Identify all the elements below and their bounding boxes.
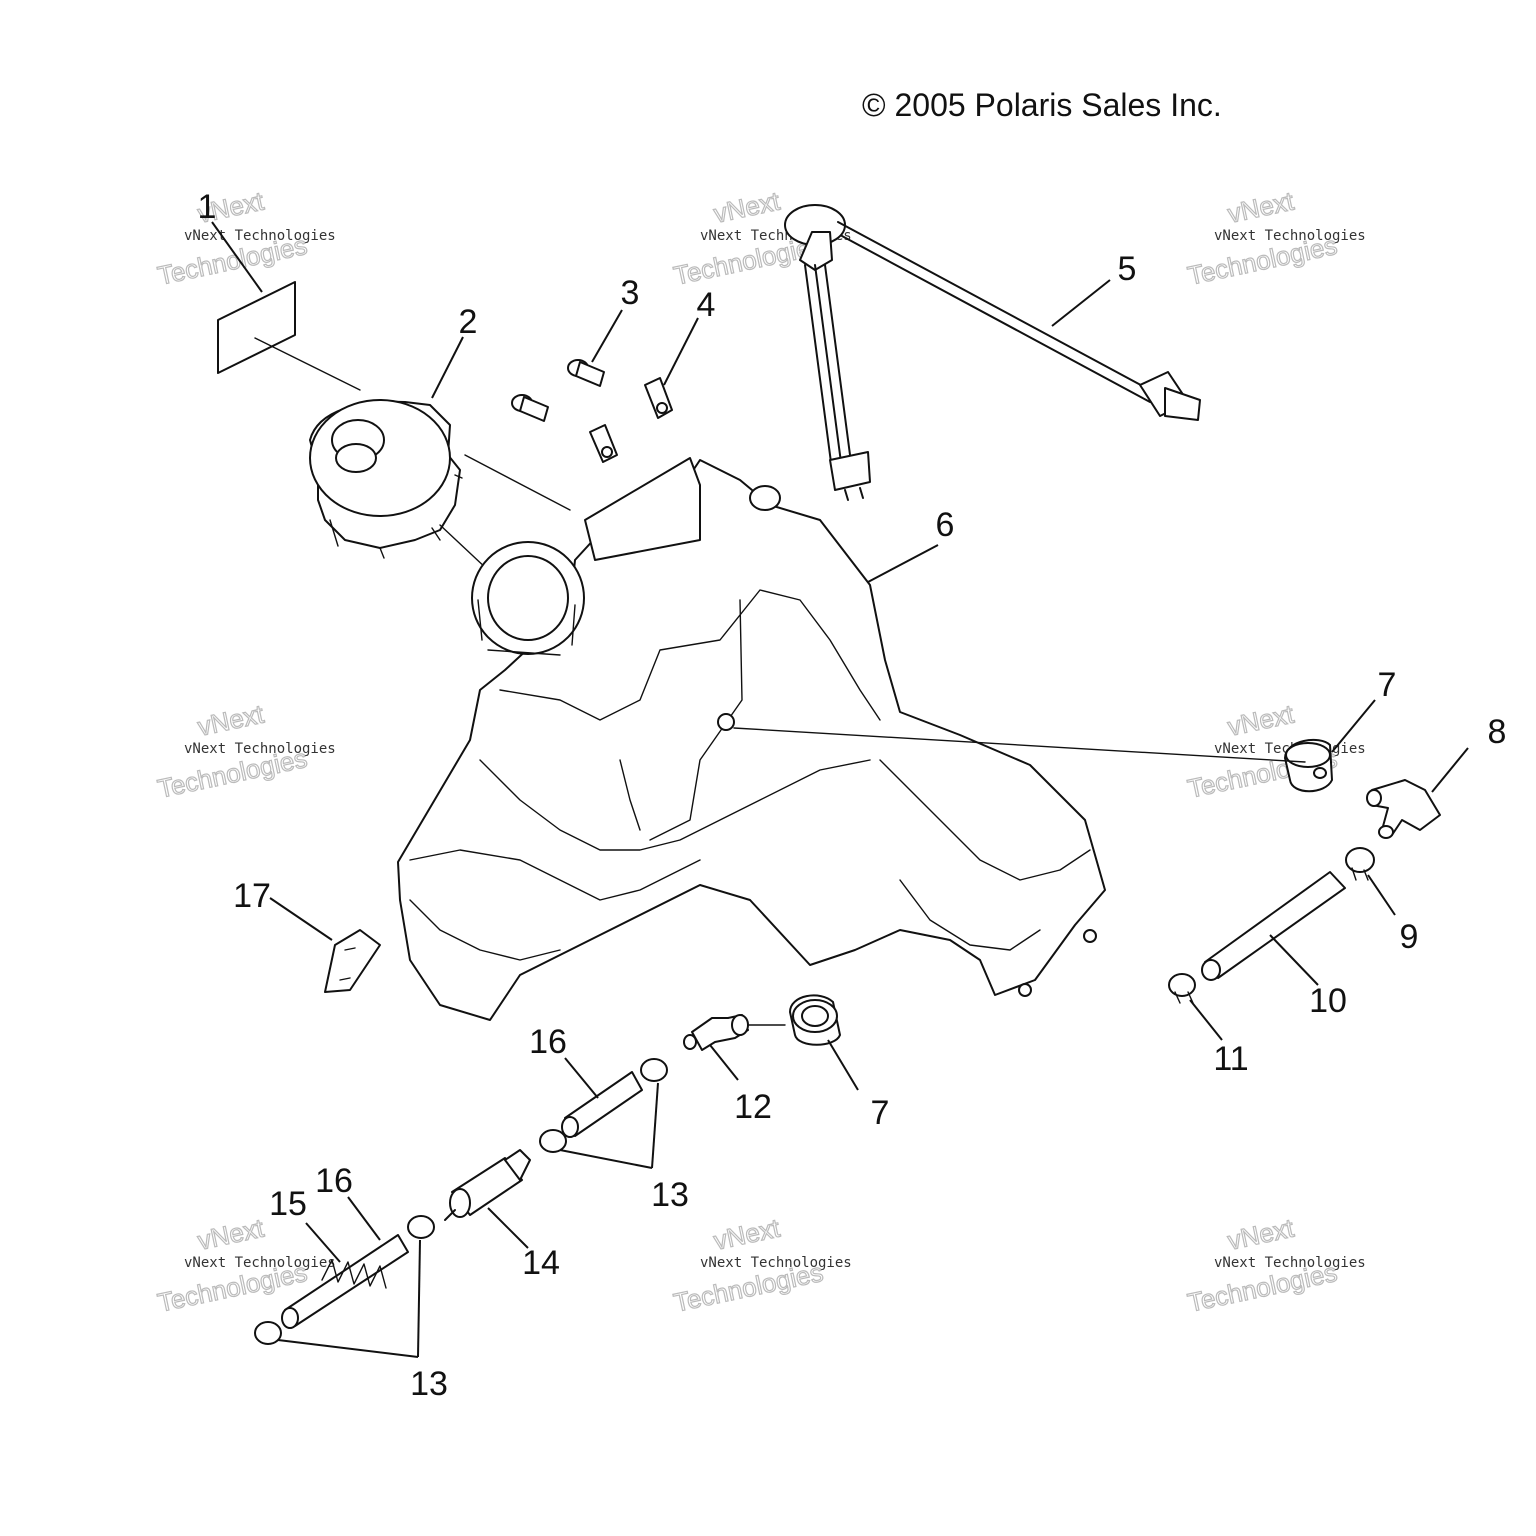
grommet-part-7-upper (733, 699, 1376, 793)
hose-part-16-upper (561, 1057, 643, 1138)
clamp-part-11 (1168, 973, 1223, 1041)
watermark: vNext vNext Technologies Technologies (154, 698, 336, 805)
callout-16-upper: 16 (529, 1023, 567, 1061)
watermark: vNext vNext Technologies Technologies (670, 1212, 852, 1319)
fuel-sender-part-5 (784, 204, 1201, 501)
callout-13-upper: 13 (651, 1176, 689, 1214)
callout-labels: 1 2 3 4 5 6 7 8 9 10 11 12 7 16 13 14 16… (198, 188, 1507, 1403)
copyright-text: © 2005 Polaris Sales Inc. (862, 87, 1222, 123)
callout-12: 12 (734, 1088, 772, 1126)
svg-text:vNext Technologies: vNext Technologies (1214, 228, 1366, 244)
svg-text:vNext: vNext (1225, 1213, 1297, 1256)
callout-14: 14 (522, 1244, 560, 1282)
callout-15: 15 (269, 1185, 307, 1223)
svg-text:vNext: vNext (1225, 186, 1297, 229)
callout-10: 10 (1309, 982, 1347, 1020)
bracket-part-17 (269, 897, 381, 993)
svg-text:vNext: vNext (195, 1213, 267, 1256)
callout-6: 6 (936, 506, 955, 544)
svg-text:vNext: vNext (711, 1213, 783, 1256)
watermark: vNext vNext Technologies Technologies (1184, 185, 1366, 292)
svg-text:vNext: vNext (711, 186, 783, 229)
callout-17: 17 (233, 877, 271, 915)
callout-4: 4 (697, 286, 716, 324)
fuel-cap-part-2 (309, 336, 571, 601)
callout-2: 2 (459, 303, 478, 341)
svg-text:vNext Technologies: vNext Technologies (184, 1255, 336, 1271)
callout-1: 1 (198, 188, 217, 226)
spring-part-15 (305, 1222, 387, 1289)
callout-3: 3 (621, 274, 640, 312)
clip-nut-part-4 (589, 317, 699, 463)
clamp-part-9 (1345, 847, 1396, 916)
clamp-part-13-lower (254, 1215, 435, 1358)
watermark: vNext vNext Technologies Technologies (1184, 1212, 1366, 1319)
svg-text:vNext Technologies: vNext Technologies (1214, 1255, 1366, 1271)
elbow-fitting-part-12 (683, 1014, 786, 1081)
callout-7-upper: 7 (1378, 666, 1397, 704)
elbow-fitting-part-8 (1366, 747, 1469, 839)
hose-part-10 (1201, 871, 1346, 986)
callout-9: 9 (1400, 918, 1419, 956)
decal-part-1 (211, 221, 361, 391)
clamp-part-13-upper (539, 1058, 668, 1169)
fuel-filter-part-14 (444, 1149, 531, 1249)
svg-text:vNext Technologies: vNext Technologies (184, 741, 336, 757)
callout-11: 11 (1213, 1040, 1248, 1078)
svg-text:vNext Technologies: vNext Technologies (184, 228, 336, 244)
watermark: vNext vNext Technologies Technologies (154, 185, 336, 292)
grommet-part-7-lower (789, 994, 859, 1091)
bolt-part-3 (511, 309, 623, 422)
callout-7-lower: 7 (871, 1094, 890, 1132)
callout-8: 8 (1488, 713, 1507, 751)
svg-text:vNext: vNext (1225, 699, 1297, 742)
callout-13-lower: 13 (410, 1365, 448, 1403)
watermark: vNext vNext Technologies Technologies (1184, 698, 1365, 805)
callout-16-lower: 16 (315, 1162, 353, 1200)
svg-text:vNext Technologies: vNext Technologies (700, 1255, 852, 1271)
hose-part-16-lower (281, 1196, 409, 1329)
callout-5: 5 (1118, 250, 1137, 288)
fuel-tank-part-6 (397, 457, 1106, 1021)
svg-text:vNext: vNext (195, 699, 267, 742)
